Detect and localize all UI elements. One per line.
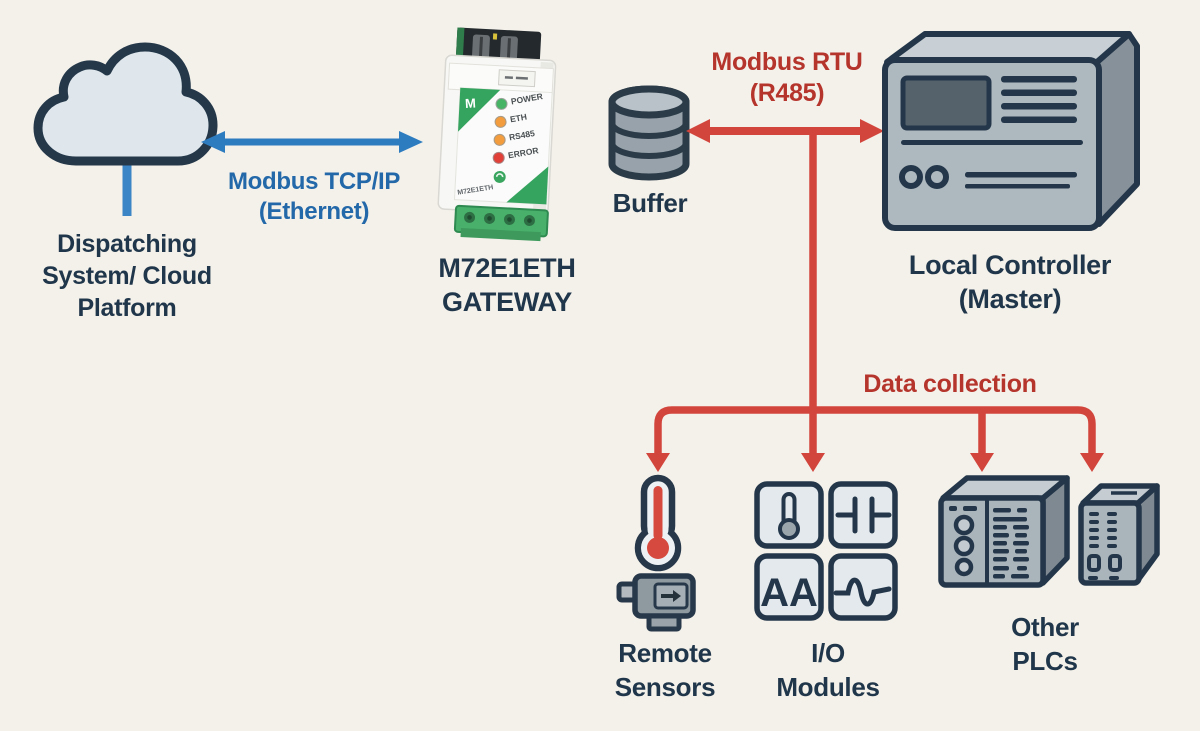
controller-screen [900, 75, 992, 131]
io-tile-capacitor [835, 496, 892, 534]
remote-sensors-label-line: Remote [618, 638, 712, 668]
cloud-label-line: System/ Cloud [42, 262, 212, 290]
gateway-green-corner [458, 87, 501, 132]
controller-label: Local Controller (Master) [885, 248, 1135, 316]
cloud-label: Dispatching System/ Cloud Platform [17, 228, 237, 324]
other-plcs-label: Other PLCs [967, 610, 1123, 678]
modbus-rtu-label-line: Modbus RTU [711, 48, 863, 76]
remote-sensors-label: Remote Sensors [586, 636, 744, 704]
modbus-tcp-arrow [201, 131, 423, 153]
gateway-label-line: M72E1ETH [438, 253, 576, 283]
io-modules-label-line: Modules [776, 672, 880, 702]
gateway-front-panel [453, 87, 553, 205]
arrowhead-down [970, 453, 994, 472]
controller-knob [899, 165, 923, 189]
remote-sensors-icon [616, 474, 696, 632]
io-modules-icon: AA [754, 481, 898, 621]
arrowhead-down [646, 453, 670, 472]
other-plcs-label-line: PLCs [1012, 646, 1078, 676]
cloud-icon [33, 42, 218, 216]
modbus-tcp-label-line: Modbus TCP/IP [227, 168, 401, 195]
remote-sensors-label-line: Sensors [614, 672, 716, 702]
gateway-logo [493, 170, 506, 183]
cloud-label-line: Dispatching [57, 230, 197, 258]
gateway-device: M POWER ETH RS485 ERROR M72E1ETH [437, 27, 557, 242]
modbus-tcp-label: Modbus TCP/IP (Ethernet) [203, 167, 425, 227]
gateway-led-eth [494, 115, 507, 128]
buffer-label: Buffer [612, 188, 688, 218]
buffer-database-icon [608, 85, 690, 181]
io-tile-sine [833, 577, 892, 607]
arrowhead-down [801, 453, 825, 472]
other-plcs-label-line: Other [1011, 612, 1079, 642]
arrowhead-down [1080, 453, 1104, 472]
io-tile-letters: AA [760, 571, 818, 615]
modbus-tcp-label-line: (Ethernet) [258, 198, 370, 225]
other-plcs-icon [938, 475, 1160, 588]
data-collection-tree [646, 131, 1104, 472]
gateway-green-corner [506, 166, 549, 205]
modbus-rtu-arrow [686, 119, 884, 143]
data-collection-label: Data collection [863, 370, 1037, 398]
gateway-led-label: ETH [509, 112, 527, 125]
gateway-led-label: RS485 [508, 128, 536, 142]
controller-knob [925, 165, 949, 189]
io-modules-label: I/O Modules [752, 636, 904, 704]
modbus-rtu-label: Modbus RTU (R485) [688, 47, 886, 109]
gateway-led-error [492, 151, 505, 164]
io-modules-label-line: I/O [811, 638, 845, 668]
gateway-led-power [495, 97, 508, 110]
local-controller-icon [882, 31, 1140, 231]
cloud-label-line: Platform [77, 294, 177, 322]
controller-label-line: (Master) [958, 284, 1062, 314]
gateway-led-rs485 [493, 133, 506, 146]
controller-label-line: Local Controller [908, 250, 1112, 280]
gateway-label: M72E1ETH GATEWAY [417, 251, 597, 319]
gateway-brand-letter: M [465, 95, 477, 111]
gateway-label-line: GATEWAY [442, 287, 572, 317]
modbus-rtu-label-line: (R485) [749, 79, 825, 107]
